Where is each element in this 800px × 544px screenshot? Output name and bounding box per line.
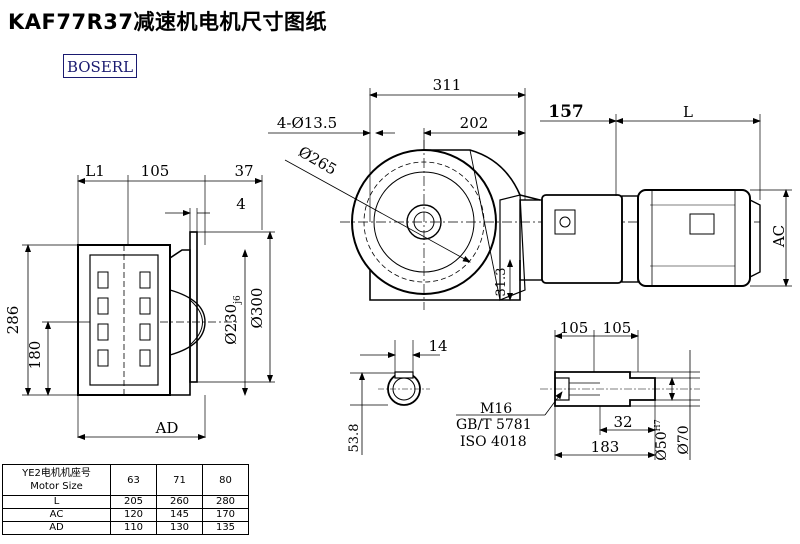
table-cell: 130	[156, 521, 203, 535]
dim-105-side: 105	[141, 162, 170, 180]
dim-32: 32	[613, 413, 632, 431]
dim-53-8: 53.8	[347, 424, 362, 453]
page-title: KAF77R37减速机电机尺寸图纸	[8, 10, 327, 34]
dim-4: 4	[236, 195, 246, 213]
table-header-size: 63	[110, 464, 157, 496]
table-row: L 205 260 280	[2, 495, 249, 509]
dim-157: 157	[548, 102, 584, 122]
table-cell: 120	[110, 508, 157, 522]
brand-logo: BOSERL	[63, 54, 137, 78]
dim-ac: AC	[770, 225, 788, 248]
svg-text:Ø50H7: Ø50H7	[653, 419, 670, 460]
shaft-section	[350, 340, 440, 455]
front-view	[268, 88, 792, 310]
bolt-spec-iso: ISO 4018	[460, 434, 527, 450]
dim-holes: 4-Ø13.5	[277, 114, 337, 132]
dim-105-shaft-b: 105	[603, 319, 632, 337]
dim-31-3: 31.3	[494, 268, 509, 297]
table-header-size: 80	[202, 464, 249, 496]
dim-311: 311	[433, 76, 462, 94]
table-row: AC 120 145 170	[2, 508, 249, 522]
dim-180: 180	[26, 341, 44, 370]
dim-286: 286	[4, 306, 22, 335]
bolt-spec-gbt: GB/T 5781	[456, 417, 532, 433]
dim-300: Ø300	[248, 288, 266, 329]
dim-265: Ø265	[295, 143, 339, 179]
dim-50: Ø50H7	[653, 419, 670, 460]
table-cell: 110	[110, 521, 157, 535]
dim-l: L	[683, 103, 693, 121]
bolt-spec-m16: M16	[480, 401, 512, 417]
dim-105-shaft-a: 105	[560, 319, 589, 337]
row-label: AC	[2, 508, 111, 522]
row-label: AD	[2, 521, 111, 535]
dim-37: 37	[234, 162, 253, 180]
side-view	[22, 175, 275, 440]
dim-183: 183	[591, 438, 620, 456]
dim-14: 14	[428, 337, 447, 355]
table-cell: 280	[202, 495, 249, 509]
bolt-group	[97, 271, 151, 367]
table-cell: 135	[202, 521, 249, 535]
table-row: AD 110 130 135	[2, 521, 249, 535]
table-cell: 145	[156, 508, 203, 522]
row-label: L	[2, 495, 111, 509]
hollow-shaft-detail	[456, 330, 700, 460]
table-header-size: 71	[156, 464, 203, 496]
table-cell: 170	[202, 508, 249, 522]
table-cell: 205	[110, 495, 157, 509]
table-cell: 260	[156, 495, 203, 509]
svg-text:Ø230j6: Ø230j6	[222, 295, 243, 345]
dim-l1: L1	[85, 162, 105, 180]
dim-70: Ø70	[676, 425, 692, 454]
dim-202: 202	[460, 114, 489, 132]
dim-ad: AD	[155, 419, 179, 437]
dim-230: Ø230j6	[222, 295, 243, 345]
